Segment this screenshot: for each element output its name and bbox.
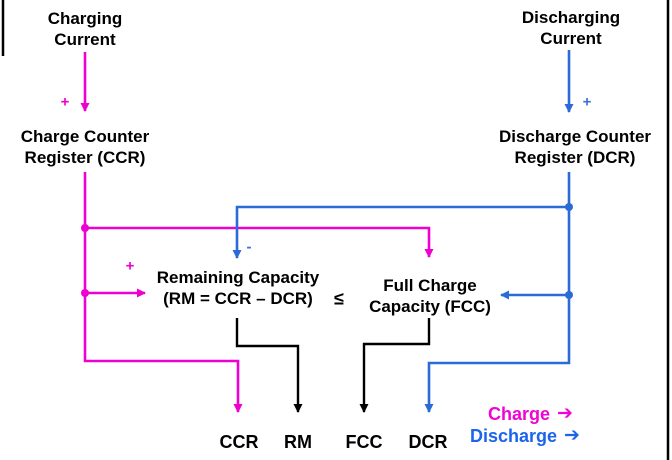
ccr-output-line [83, 172, 243, 413]
junction-dot [81, 224, 89, 232]
charge-arrow-icon: ➔ [557, 403, 573, 424]
output-label-ccr: CCR [219, 432, 259, 452]
legend-discharge-label: Discharge [470, 426, 558, 446]
junction-dot [565, 203, 573, 211]
rm-add-plus-sign: + [125, 257, 135, 275]
ccr-register-label: Charge Counter Register (CCR) [21, 126, 149, 168]
charging-current-line1: Charging [47, 9, 123, 28]
dcr-register-label: Discharge Counter Register (DCR) [499, 126, 651, 168]
output-label-dcr: DCR [408, 432, 448, 452]
dcr-to-rm-arrow [232, 205, 569, 259]
ccr-to-fcc-arrow [85, 226, 434, 258]
legend-charge-row: Charge ➔ [488, 403, 580, 425]
legend-discharge-row: Discharge ➔ [470, 425, 580, 447]
discharging-current-line1: Discharging [521, 8, 621, 27]
discharging-plus-sign: + [582, 93, 592, 111]
junction-dot [81, 289, 89, 297]
rm-subtract-minus-sign: - [246, 238, 252, 256]
remaining-capacity-label: Remaining Capacity (RM = CCR – DCR) [157, 267, 320, 309]
remaining-capacity-line2: (RM = CCR – DCR) [163, 289, 313, 308]
discharging-current-label: Discharging Current [522, 7, 620, 49]
fcc-output-line [359, 318, 431, 413]
full-charge-capacity-line2: Capacity (FCC) [369, 297, 491, 316]
discharge-arrow-icon: ➔ [564, 425, 580, 446]
legend: Charge ➔ Discharge ➔ [470, 403, 580, 447]
full-charge-capacity-label: Full Charge Capacity (FCC) [369, 275, 491, 317]
ccr-register-line1: Charge Counter [20, 127, 150, 146]
ccr-register-line2: Register (CCR) [24, 148, 146, 167]
junction-dot [565, 291, 573, 299]
rm-output-line [235, 318, 303, 413]
full-charge-capacity-line1: Full Charge [383, 276, 477, 295]
legend-charge-label: Charge [488, 404, 551, 424]
charging-plus-sign: + [60, 93, 70, 111]
charging-current-line2: Current [54, 30, 116, 49]
dcr-register-line1: Discharge Counter [498, 127, 652, 146]
discharging-current-line2: Current [540, 29, 602, 48]
remaining-capacity-line1: Remaining Capacity [156, 268, 320, 287]
output-label-fcc: FCC [345, 432, 383, 452]
dcr-register-line2: Register (DCR) [514, 148, 636, 167]
dcr-output-line [424, 172, 571, 413]
charging-current-label: Charging Current [48, 8, 123, 50]
output-label-rm: RM [284, 432, 312, 452]
less-equal-comparator: ≤ [334, 288, 344, 309]
